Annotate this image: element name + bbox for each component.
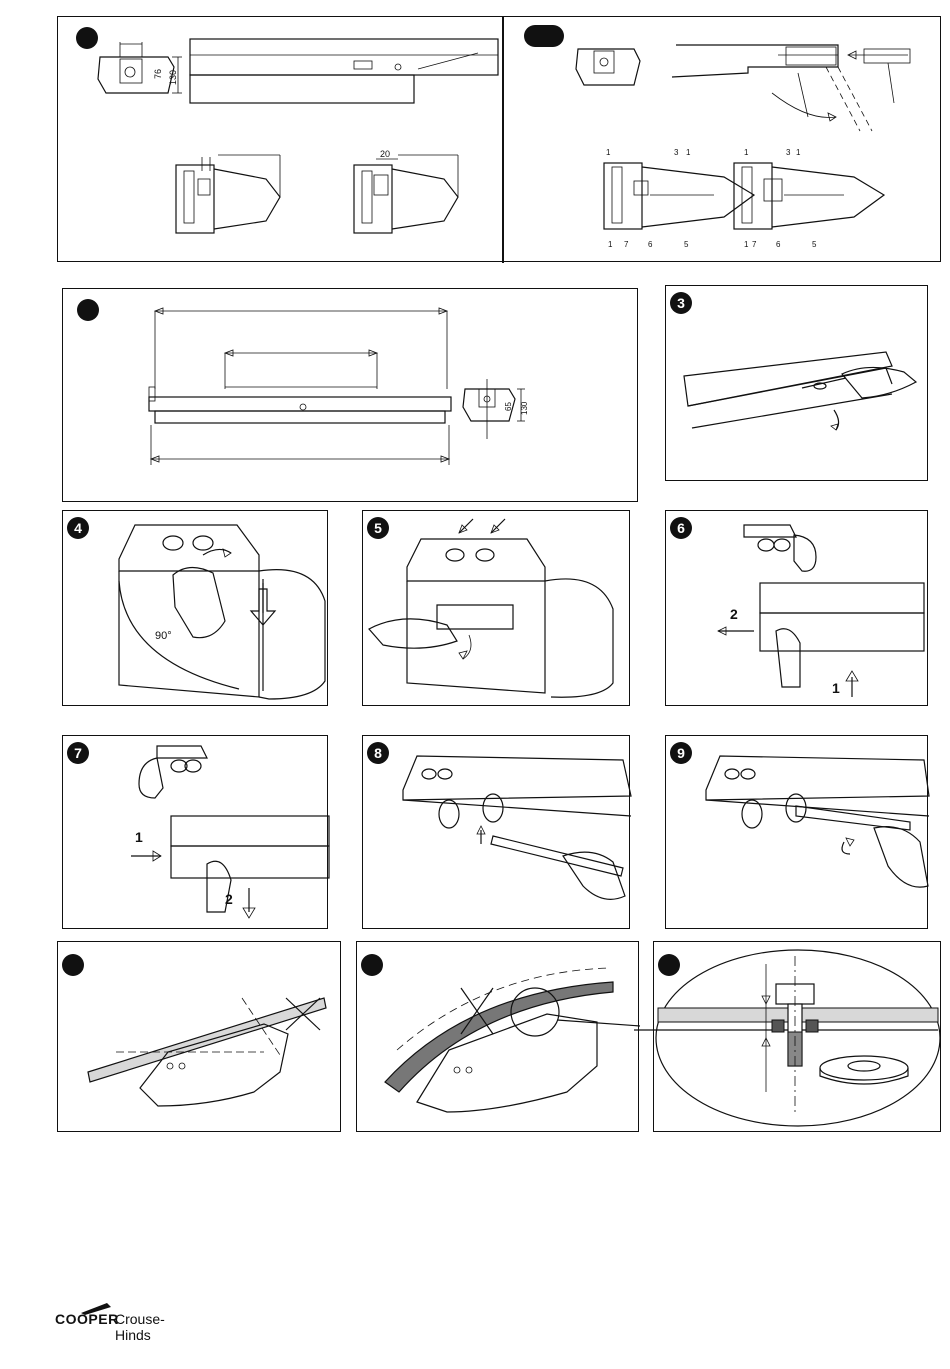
remove-diffuser-illustration: 2 1 (666, 511, 929, 707)
dim-76-label: 76 (153, 69, 163, 79)
callout-b-bottom-7: 7 (752, 240, 757, 249)
callout-a-bottom-7: 7 (624, 240, 629, 249)
dim-130-label: 130 (168, 70, 178, 85)
callout-b-bottom-5: 5 (812, 240, 817, 249)
tilted-mount-illustration (58, 942, 342, 1133)
luminaire-end-and-side-drawing: 76 130 20 (58, 17, 498, 257)
screwdriver-illustration (666, 286, 929, 482)
washer-detail-illustration (654, 942, 942, 1133)
detail-drawing-right: 20 (354, 149, 458, 233)
step-8-panel: 8 (362, 735, 630, 929)
mount-incorrect-tilt-panel (57, 941, 341, 1132)
step-4-panel: 4 90° (62, 510, 328, 706)
callout-a-bottom-5: 5 (684, 240, 689, 249)
step-7-panel: 7 1 2 (62, 735, 328, 929)
dim-65-label: 65 (504, 402, 513, 411)
release-ballast-illustration (363, 511, 631, 707)
open-cover-illustration: 90° (63, 511, 329, 707)
callout-a-3: 3 (674, 148, 679, 157)
callout-b-bottom-6: 6 (776, 240, 781, 249)
callout-b-1: 1 (744, 148, 749, 157)
callout-b-bottom-1: 1 (744, 240, 749, 249)
detail-drawing-left (176, 155, 280, 233)
callout-a-1: 1 (606, 148, 611, 157)
callout-b-1b: 1 (796, 148, 801, 157)
angle-90-label: 90° (155, 630, 172, 642)
step6-arrow-2-label: 2 (730, 606, 738, 622)
dimension-panel-long: 65 130 (62, 288, 638, 502)
curved-mount-illustration (357, 942, 640, 1133)
brand-sub: Crouse-Hinds (115, 1311, 165, 1343)
callout-b-3: 3 (786, 148, 791, 157)
brand-name: COOPER (55, 1311, 119, 1327)
step7-arrow-2-label: 2 (225, 891, 233, 907)
callout-a-bottom-1: 1 (608, 240, 613, 249)
step-5-panel: 5 (362, 510, 630, 706)
step-9-panel: 9 (665, 735, 928, 929)
mount-correct-detail-panel (653, 941, 941, 1132)
step7-arrow-1-label: 1 (135, 829, 143, 845)
panel-divider (502, 17, 504, 263)
dimension-panel-top: 76 130 20 (57, 16, 941, 262)
step-3-panel: 3 (665, 285, 928, 481)
tube-end-mounting-drawing: 1 3 1 1 7 6 5 1 3 1 1 7 6 5 (508, 17, 938, 257)
rotate-tube-illustration (666, 736, 929, 930)
mount-incorrect-curve-panel (356, 941, 639, 1132)
wiring-detail-a: 1 3 1 1 7 6 5 (604, 148, 754, 249)
dim-20-label: 20 (380, 149, 390, 159)
wiring-detail-b: 1 3 1 1 7 6 5 (734, 148, 884, 249)
long-luminaire-drawing: 65 130 (63, 289, 639, 503)
callout-a-bottom-6: 6 (648, 240, 653, 249)
insert-tube-illustration (363, 736, 631, 930)
dim-130b-label: 130 (520, 401, 529, 415)
step-6-panel: 6 2 1 (665, 510, 928, 706)
refit-diffuser-illustration: 1 2 (63, 736, 329, 930)
callout-a-1b: 1 (686, 148, 691, 157)
step6-arrow-1-label: 1 (832, 680, 840, 696)
